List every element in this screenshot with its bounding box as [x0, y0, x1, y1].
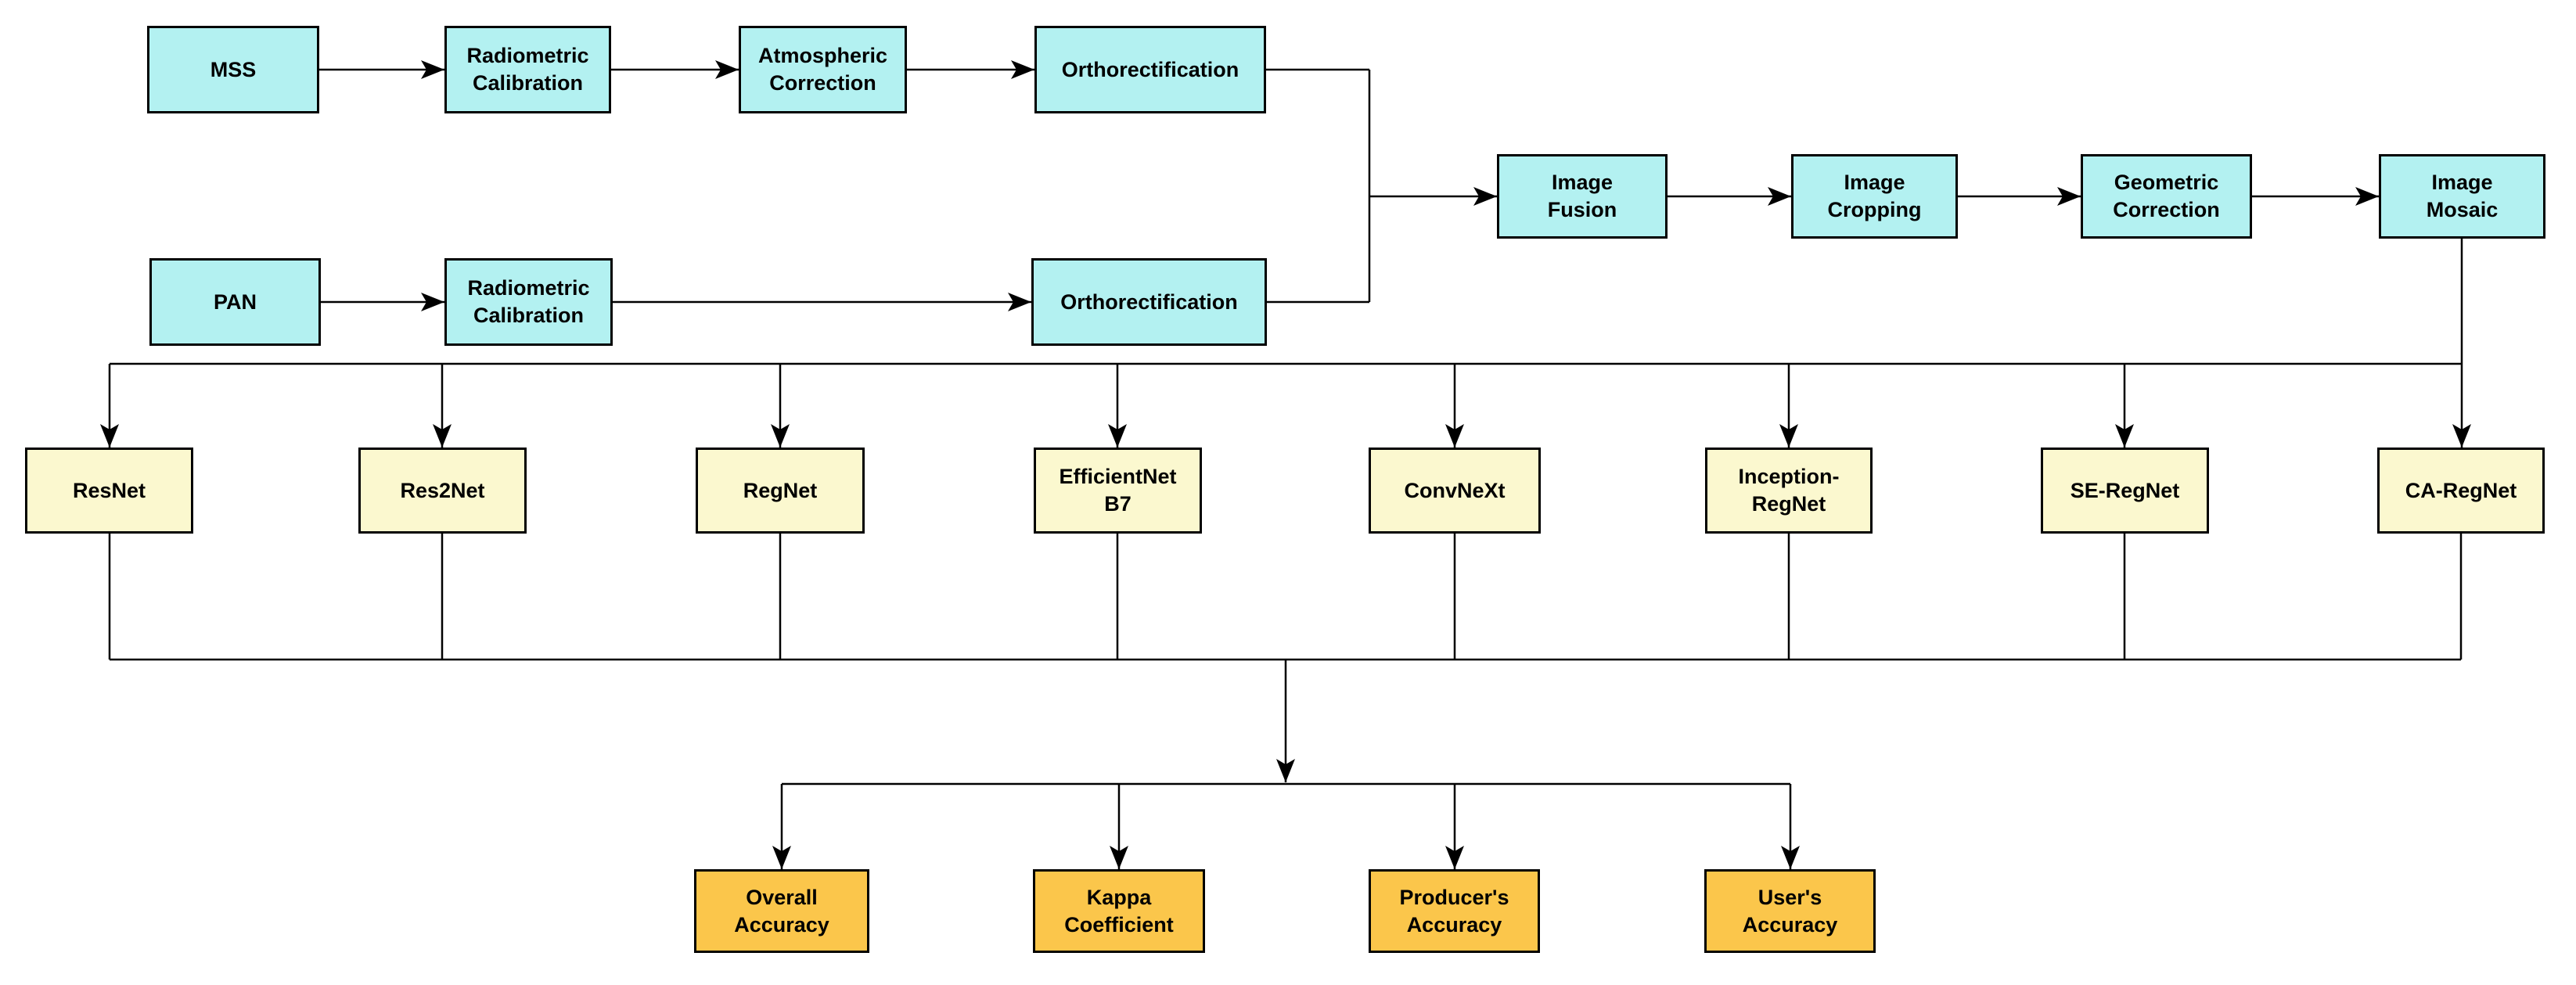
node-resnet: ResNet [25, 448, 193, 534]
node-image-cropping: Image Cropping [1791, 154, 1958, 239]
node-radiometric-calibration-pan: Radiometric Calibration [444, 258, 613, 346]
node-convnext: ConvNeXt [1369, 448, 1541, 534]
node-orthorectification-mss: Orthorectification [1034, 26, 1266, 113]
node-regnet: RegNet [696, 448, 865, 534]
node-image-mosaic: Image Mosaic [2379, 154, 2545, 239]
node-atmospheric-correction: Atmospheric Correction [739, 26, 907, 113]
node-radiometric-calibration-mss: Radiometric Calibration [444, 26, 611, 113]
node-image-fusion: Image Fusion [1497, 154, 1668, 239]
node-geometric-correction: Geometric Correction [2081, 154, 2252, 239]
node-orthorectification-pan: Orthorectification [1031, 258, 1267, 346]
node-se-regnet: SE-RegNet [2041, 448, 2209, 534]
node-overall-accuracy: Overall Accuracy [694, 869, 869, 953]
node-ca-regnet: CA-RegNet [2377, 448, 2545, 534]
node-kappa-coefficient: Kappa Coefficient [1033, 869, 1205, 953]
node-mss: MSS [147, 26, 319, 113]
node-efficientnet-b7: EfficientNet B7 [1034, 448, 1202, 534]
node-inception-regnet: Inception- RegNet [1705, 448, 1873, 534]
node-producers-accuracy: Producer's Accuracy [1369, 869, 1540, 953]
node-res2net: Res2Net [358, 448, 527, 534]
node-users-accuracy: User's Accuracy [1704, 869, 1876, 953]
node-pan: PAN [149, 258, 321, 346]
